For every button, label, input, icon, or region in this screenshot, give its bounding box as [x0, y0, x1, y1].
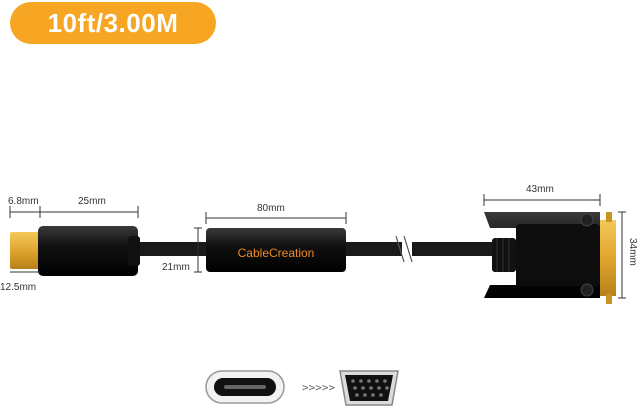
arrow-icon: >>>>>: [302, 381, 335, 394]
vga-shell: [600, 220, 616, 296]
cable-segment-right: [412, 242, 494, 256]
vga-height-label: 34mm: [627, 238, 638, 266]
dimension-lines: [9, 194, 626, 299]
length-label: 10ft/3.00M: [47, 8, 179, 38]
vga-strain-relief: [492, 238, 516, 272]
cable-segment-left: [135, 242, 210, 256]
cable-break-mark: [395, 235, 405, 263]
chip-box: [206, 228, 346, 272]
usb-c-port-icon: [205, 370, 285, 404]
usb-c-body-length-label: 25mm: [78, 196, 106, 207]
usb-c-body: [38, 226, 138, 276]
usb-c-tip: [10, 232, 40, 269]
usb-c-tip-width-label: 6.8mm: [8, 196, 39, 207]
vga-body-length-label: 43mm: [526, 184, 554, 195]
cable-segment-middle: [342, 242, 402, 256]
chip-box-length-label: 80mm: [257, 203, 285, 214]
cable-break-mark: [403, 235, 413, 263]
brand-label: CableCreation: [238, 246, 315, 260]
length-banner: 10ft/3.00M: [10, 2, 216, 44]
vga-screw-bottom: [580, 283, 594, 297]
usb-c-height-label: 12.5mm: [0, 282, 37, 293]
vga-port-icon: [339, 370, 399, 406]
chip-box-height-label: 21mm: [162, 262, 190, 273]
vga-screw-top: [580, 213, 594, 227]
